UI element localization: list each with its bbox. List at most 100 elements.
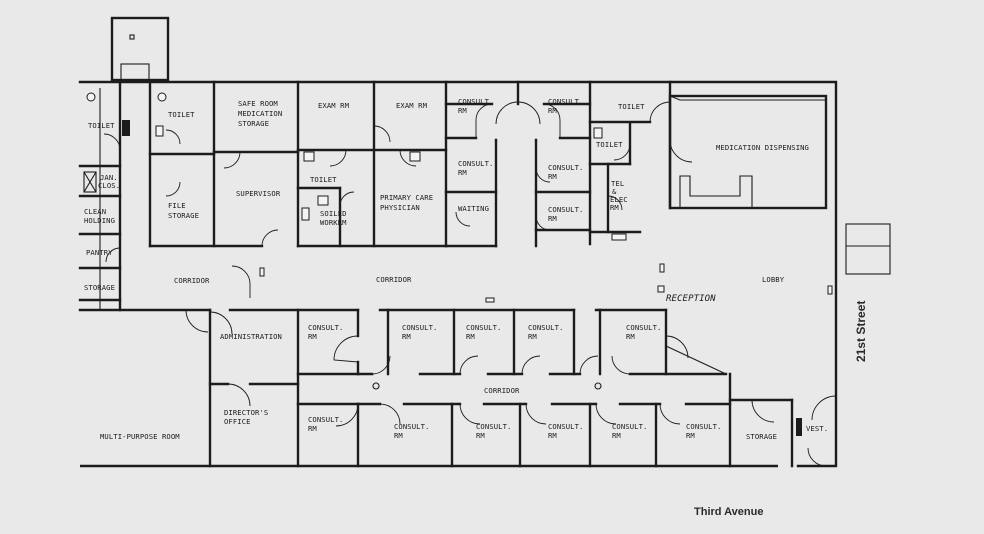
- door-swing: [611, 355, 631, 375]
- room-label-consult: CONSULT.: [626, 323, 661, 332]
- door-swing: [335, 403, 359, 427]
- room-label-primary-care: PRIMARY CARE: [380, 193, 433, 202]
- mat: [796, 418, 802, 436]
- door-swing: [165, 181, 181, 197]
- room-label-supervisor: SUPERVISOR: [236, 189, 281, 198]
- medication-dispensing-box: [668, 94, 828, 210]
- door-swing: [535, 167, 551, 183]
- room-label-consult: CONSULT.: [308, 415, 343, 424]
- fixture-symbol: [827, 285, 833, 295]
- jan-closet-box: [83, 171, 97, 193]
- room-label-consult: CONSULT.: [466, 323, 501, 332]
- room-label-consult: RM: [548, 214, 557, 223]
- corridor-label: CORRIDOR: [376, 275, 412, 284]
- sink: [409, 151, 421, 162]
- door-swing: [339, 191, 355, 207]
- room-label-toilet: TOILET: [168, 110, 195, 119]
- room-label-consult: CONSULT.: [458, 97, 493, 106]
- room-label-consult: RM: [686, 431, 695, 440]
- door-swing: [373, 125, 391, 143]
- door-swing: [607, 195, 623, 211]
- room-label-consult: CONSULT.: [394, 422, 429, 431]
- counter: [669, 95, 827, 101]
- door-swing: [521, 355, 541, 375]
- door-swing: [223, 151, 241, 169]
- room-label-directors-office: OFFICE: [224, 417, 251, 426]
- door-swing: [103, 133, 121, 151]
- door-swing: [613, 143, 631, 161]
- door-swing: [579, 355, 599, 375]
- room-label-consult: RM: [308, 424, 317, 433]
- door-swing: [659, 403, 681, 425]
- room-label-consult: RM: [308, 332, 317, 341]
- door-swing: [669, 139, 693, 163]
- room-label-toilet: TOILET: [310, 175, 337, 184]
- room-label-consult: RM: [458, 168, 467, 177]
- room-label-consult: CONSULT.: [548, 422, 583, 431]
- room-label-consult: RM: [394, 431, 403, 440]
- room-label-consult: CONSULT.: [548, 163, 583, 172]
- door-swing: [535, 215, 551, 231]
- room-label-consult: CONSULT.: [686, 422, 721, 431]
- corridor-label: CORRIDOR: [484, 386, 520, 395]
- room-label-consult: RM: [626, 332, 635, 341]
- stair-rail: [122, 120, 130, 136]
- fixture-symbol: [485, 297, 495, 303]
- room-label-exam: EXAM RM: [396, 101, 428, 110]
- toilet-fixture: [593, 127, 603, 139]
- room-label-consult: RM: [466, 332, 475, 341]
- building-outline: [78, 80, 838, 468]
- room-label-tel-elec: TEL: [611, 179, 624, 188]
- door-swing: [459, 355, 479, 375]
- room-label-consult: RM: [402, 332, 411, 341]
- door-swing: [525, 403, 547, 425]
- room-label-clean-holding: HOLDING: [84, 216, 115, 225]
- room-label-tel-elec: ELEC: [610, 195, 628, 204]
- room-label-storage: STORAGE: [84, 283, 115, 292]
- room-label-toilet: TOILET: [618, 102, 645, 111]
- room-label-soiled-work: WORKRM: [320, 218, 347, 227]
- door-swing: [165, 129, 181, 145]
- door-swing: [185, 309, 209, 333]
- room-label-file-storage: FILE: [168, 201, 186, 210]
- entry-canopy: [845, 223, 891, 275]
- sink: [303, 151, 315, 162]
- room-label-safe-room: MEDICATION: [238, 109, 282, 118]
- street-label-south: Third Avenue: [694, 506, 763, 518]
- room-label-safe-room: STORAGE: [238, 119, 269, 128]
- room-label-administration: ADMINISTRATION: [220, 332, 282, 341]
- door-swing: [459, 403, 481, 425]
- room-label-exam: EXAM RM: [318, 101, 350, 110]
- room-label-consult: RM: [548, 431, 557, 440]
- room-label-consult: CONSULT.: [308, 323, 343, 332]
- room-label-safe-room: SAFE ROOM: [238, 99, 278, 108]
- room-label-consult: RM: [476, 431, 485, 440]
- door-swing: [595, 403, 617, 425]
- room-label-consult: CONSULT.: [612, 422, 647, 431]
- fixture-symbol: [659, 263, 665, 273]
- jan-closet-x: [83, 171, 97, 193]
- room-label-multi-purpose: MULTI-PURPOSE ROOM: [100, 432, 180, 441]
- room-label-toilet: TOILET: [88, 121, 115, 130]
- room-label-reception: RECEPTION: [666, 294, 716, 304]
- door-swing: [333, 335, 359, 363]
- room-label-consult: RM: [528, 332, 537, 341]
- door-swing: [261, 229, 279, 247]
- room-label-tel-elec: RM: [610, 203, 619, 212]
- room-label-consult: RM: [612, 431, 621, 440]
- room-label-toilet: TOILET: [596, 140, 623, 149]
- room-label-directors-office: DIRECTOR'S: [224, 408, 268, 417]
- room-label-medication-dispensing: MEDICATION DISPENSING: [716, 143, 809, 152]
- street-label-east: 21st Street: [854, 301, 868, 362]
- door-swing: [807, 447, 827, 467]
- room-label-tel-elec: &: [612, 187, 617, 196]
- wall: [665, 345, 727, 375]
- door-swing: [379, 403, 401, 425]
- door-swing: [543, 103, 561, 138]
- door-swing: [371, 355, 391, 375]
- fixture-symbol: [657, 285, 665, 293]
- room-label-consult: CONSULT.: [528, 323, 563, 332]
- room-label-jan-clos: CLOS.: [98, 181, 120, 190]
- room-label-consult: CONSULT.: [458, 159, 493, 168]
- room-label-pantry: PANTRY: [86, 248, 113, 257]
